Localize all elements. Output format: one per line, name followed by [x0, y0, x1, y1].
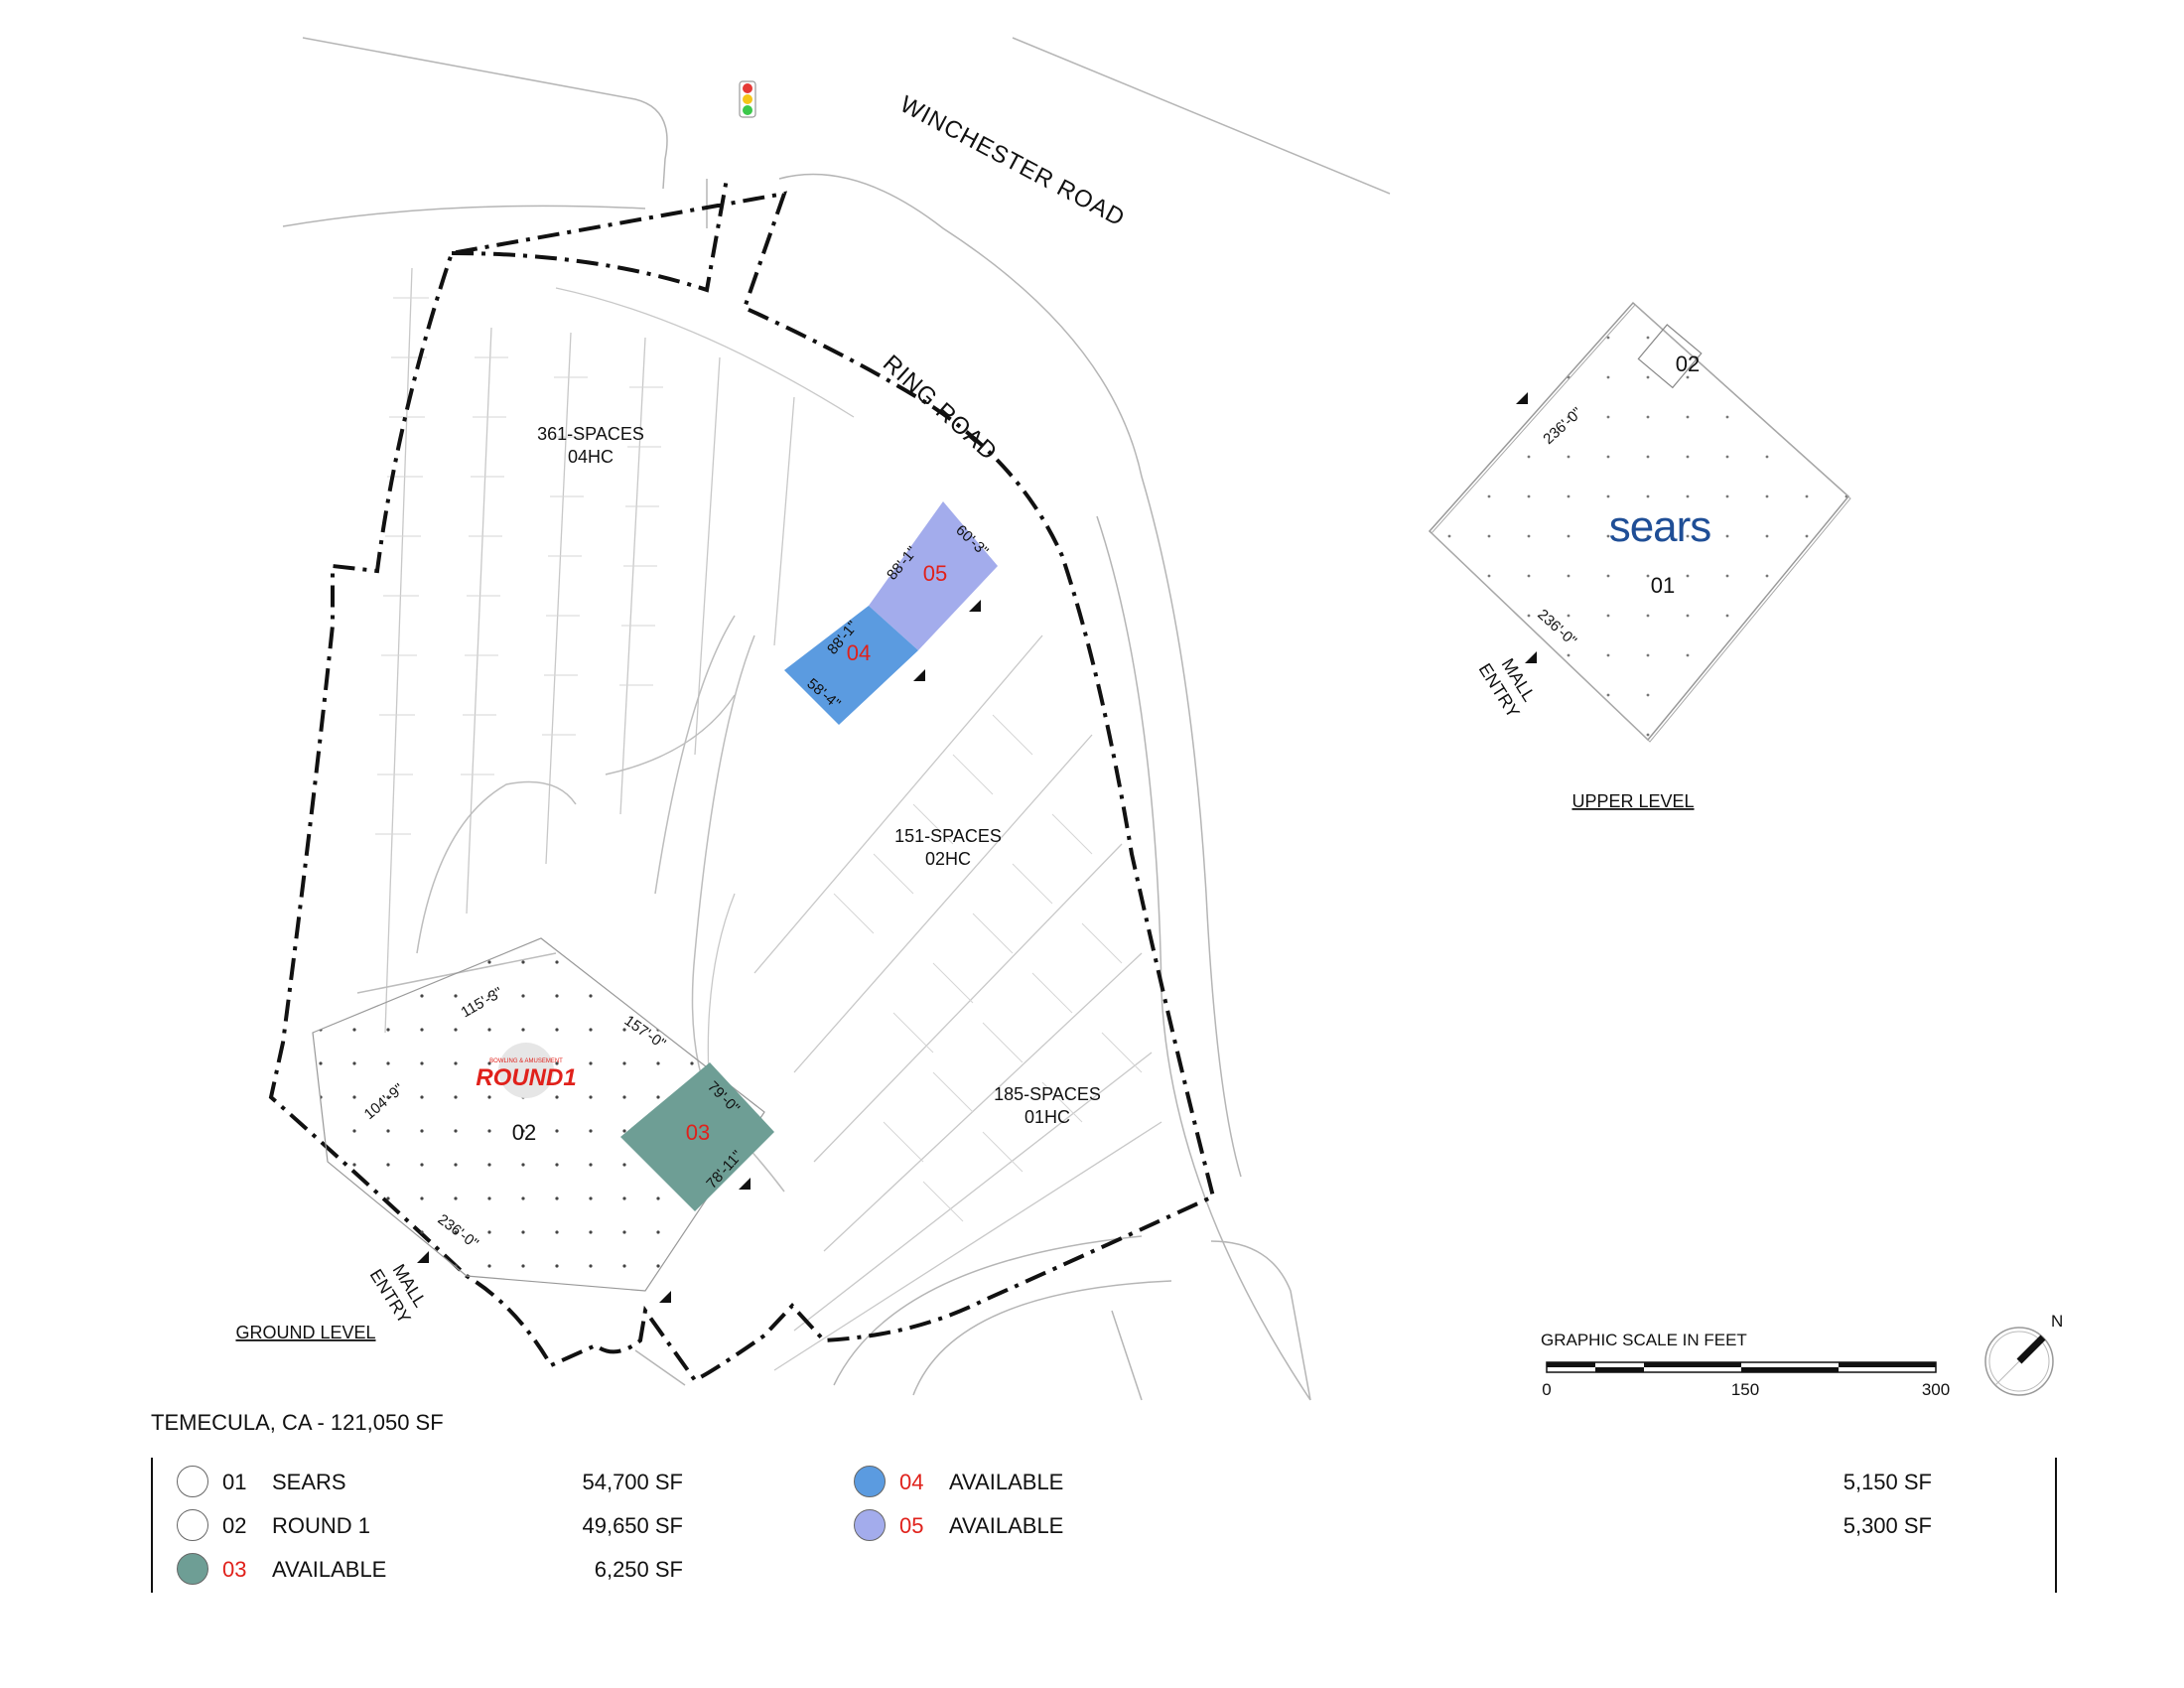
legend-item-name: ROUND 1	[272, 1513, 371, 1538]
upper-unit-01-number: 01	[1651, 573, 1675, 598]
ring-road-label: RING ROAD	[878, 350, 1003, 466]
scale-tick-300: 300	[1922, 1380, 1950, 1399]
parking-north-hc: 04HC	[568, 447, 614, 467]
unit-05-number: 05	[923, 561, 947, 586]
legend-item-area: 5,150 SF	[1843, 1470, 1932, 1494]
legend-item-number: 01	[222, 1470, 247, 1494]
legend-item-number: 04	[899, 1470, 924, 1494]
legend: TEMECULA, CA - 121,050 SF 01 SEARS 54,700 …	[151, 1410, 2057, 1609]
legend-swatch-icon	[177, 1509, 208, 1541]
legend-item-name: AVAILABLE	[272, 1557, 387, 1582]
legend-swatch-icon	[177, 1466, 208, 1497]
legend-left-rule	[151, 1458, 153, 1593]
north-label: N	[2051, 1312, 2063, 1331]
north-arrow-icon: N	[1984, 1312, 2063, 1396]
legend-item-name: SEARS	[272, 1470, 346, 1494]
surrounding-roads	[282, 37, 1391, 1401]
parking-north-count: 361-SPACES	[537, 424, 644, 444]
legend-item-01: 01 SEARS 54,700 SF	[177, 1466, 1070, 1499]
legend-item-04: 04 AVAILABLE 5,150 SF	[854, 1466, 1932, 1499]
legend-item-number: 05	[899, 1513, 924, 1538]
legend-item-number: 03	[222, 1557, 247, 1582]
scale-title: GRAPHIC SCALE IN FEET	[1541, 1331, 1747, 1349]
round1-logo-tag: BOWLING & AMUSEMENT	[489, 1058, 563, 1064]
traffic-signal-icon	[739, 80, 756, 118]
unit-02-number: 02	[512, 1120, 536, 1145]
entry-arrows	[417, 392, 1537, 1303]
sears-logo: sears	[1609, 502, 1711, 551]
upper-level-label: UPPER LEVEL	[1571, 791, 1694, 811]
unit-02-footprint	[312, 937, 765, 1292]
unit-05-shape	[869, 501, 998, 650]
legend-item-number: 02	[222, 1513, 247, 1538]
parking-middle-count: 151-SPACES	[894, 826, 1002, 846]
unit-03-shape	[620, 1062, 774, 1211]
legend-swatch-icon	[854, 1509, 886, 1541]
legend-item-03: 03 AVAILABLE 6,250 SF	[177, 1553, 1070, 1587]
round1-logo-text: ROUND1	[476, 1064, 576, 1091]
legend-item-area: 6,250 SF	[594, 1557, 683, 1582]
graphic-scale: GRAPHIC SCALE IN FEET 0 150 300	[1541, 1331, 1950, 1399]
upper-unit-02-number: 02	[1676, 352, 1700, 376]
ground-level-label: GROUND LEVEL	[235, 1323, 375, 1342]
legend-swatch-icon	[177, 1553, 208, 1585]
parking-south-hc: 01HC	[1024, 1107, 1070, 1127]
legend-item-area: 5,300 SF	[1843, 1513, 1932, 1538]
legend-item-02: 02 ROUND 1 49,650 SF	[177, 1509, 1070, 1543]
parking-middle-hc: 02HC	[925, 849, 971, 869]
parking-stall-ticks	[375, 297, 1143, 1222]
legend-item-name: AVAILABLE	[949, 1513, 1064, 1538]
legend-right-rule	[2055, 1458, 2057, 1593]
unit-04-shape	[784, 606, 918, 725]
scale-tick-0: 0	[1542, 1380, 1551, 1399]
round1-logo: BOWLING & AMUSEMENT ROUND1	[476, 1043, 577, 1098]
unit-03-number: 03	[686, 1120, 710, 1145]
unit-04-number: 04	[847, 640, 871, 665]
parking-south-count: 185-SPACES	[994, 1084, 1101, 1104]
property-boundary	[268, 178, 1216, 1383]
legend-item-area: 54,700 SF	[582, 1470, 683, 1494]
parking-stalls	[384, 267, 1162, 1371]
legend-swatch-icon	[854, 1466, 886, 1497]
scale-tick-150: 150	[1731, 1380, 1759, 1399]
legend-title: TEMECULA, CA - 121,050 SF	[151, 1410, 444, 1435]
legend-item-area: 49,650 SF	[582, 1513, 683, 1538]
winchester-road-label: WINCHESTER ROAD	[895, 90, 1129, 231]
legend-item-05: 05 AVAILABLE 5,300 SF	[854, 1509, 1932, 1543]
legend-item-name: AVAILABLE	[949, 1470, 1064, 1494]
upper-level-plan	[1428, 301, 1851, 743]
